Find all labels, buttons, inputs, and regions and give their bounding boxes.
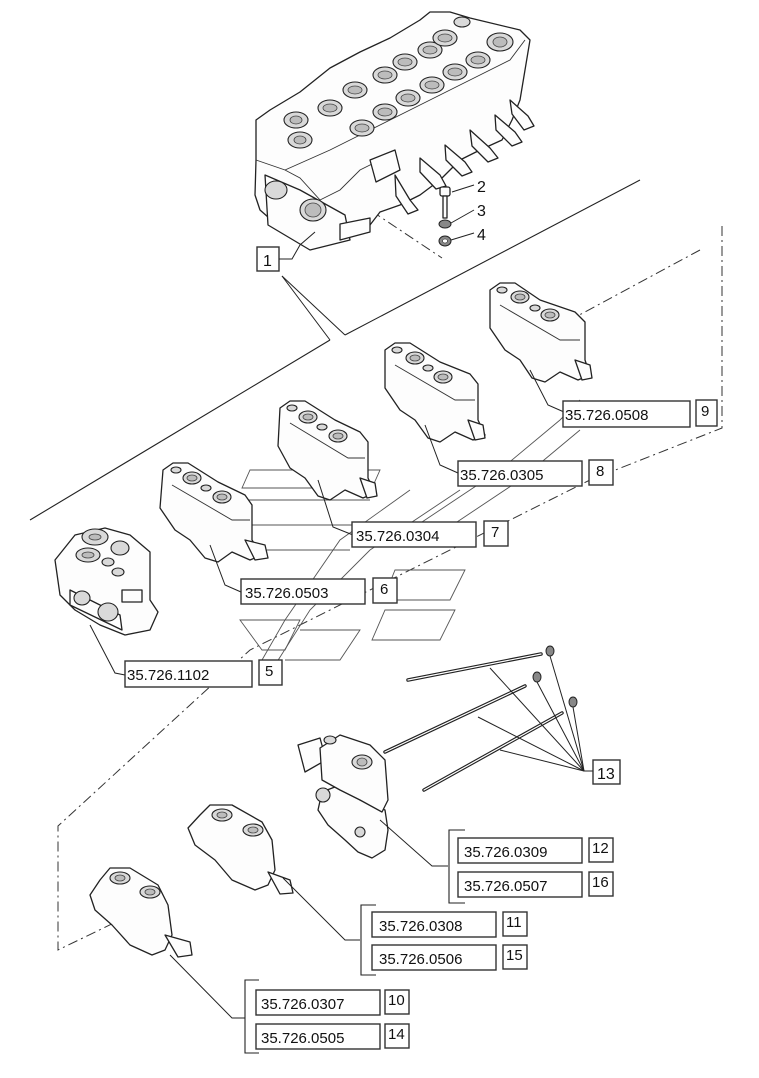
valve-section-9	[489, 282, 593, 383]
callout-4: 4	[477, 227, 486, 244]
washer	[438, 219, 452, 229]
group-boundary-dashdot	[57, 226, 723, 951]
bolt-axis-line	[354, 199, 443, 259]
valve-section-7	[277, 400, 378, 501]
bolt	[439, 186, 451, 219]
valve-ports	[283, 16, 514, 149]
spool-ends	[369, 99, 535, 215]
inlet-section-5	[54, 527, 159, 636]
fastener-set: 2 3 4	[438, 179, 486, 247]
end-section-12-16	[297, 734, 389, 859]
part-label-row[interactable]: 35.726.0508 9	[562, 399, 718, 428]
group-boundary-left	[29, 339, 331, 521]
part-label-row[interactable]: 35.726.0307 10	[255, 989, 410, 1016]
part-label-row[interactable]: 35.726.1102 5	[124, 659, 283, 688]
part-number: 35.726.1102	[127, 667, 209, 684]
valve-section-8	[384, 342, 486, 443]
label-leader-lines	[89, 369, 565, 1019]
valve-section-10-14	[89, 867, 193, 958]
part-label-row[interactable]: 35.726.0507 16	[457, 871, 614, 898]
part-number: 35.726.0507	[464, 878, 547, 895]
part-number: 35.726.0304	[356, 528, 439, 545]
ref-number: 15	[506, 947, 523, 964]
label-brackets	[244, 829, 465, 1054]
valve-section-6	[159, 462, 269, 563]
part-number: 35.726.0505	[261, 1030, 344, 1047]
part-label-row[interactable]: 35.726.0305 8	[457, 459, 614, 487]
part-label-row[interactable]: 35.726.0304 7	[351, 520, 509, 548]
part-label-row[interactable]: 35.726.0505 14	[255, 1023, 410, 1050]
callout-13: 13	[597, 766, 615, 783]
callout-1-group: 1	[256, 231, 346, 341]
ref-number: 16	[592, 874, 609, 891]
part-label-row[interactable]: 35.726.0506 15	[371, 944, 528, 971]
ref-number: 5	[265, 663, 273, 680]
ref-number: 8	[596, 463, 604, 480]
ref-number: 6	[380, 581, 388, 598]
part-number: 35.726.0308	[379, 918, 462, 935]
assembly-grouping-lines	[29, 179, 723, 951]
part-labels: 35.726.0508 9 35.726.0305 8 35.726.0304 …	[124, 399, 718, 1050]
ref-number: 10	[388, 992, 405, 1009]
valve-section-11-15	[187, 804, 294, 895]
ref-number: 14	[388, 1026, 405, 1043]
callout-3: 3	[477, 203, 486, 220]
section-axis-line	[569, 249, 701, 321]
main-valve-block	[254, 11, 535, 251]
ref-number: 9	[701, 403, 709, 420]
part-number: 35.726.0305	[460, 467, 543, 484]
tie-rods: 13	[383, 645, 621, 792]
nut	[438, 235, 452, 247]
part-label-row[interactable]: 35.726.0503 6	[240, 577, 398, 605]
part-label-row[interactable]: 35.726.0308 11	[371, 911, 528, 938]
ref-number: 7	[491, 524, 499, 541]
group-boundary-right	[344, 179, 641, 336]
part-number: 35.726.0506	[379, 951, 462, 968]
callout-1: 1	[263, 253, 272, 270]
part-number: 35.726.0503	[245, 585, 328, 602]
callout-2: 2	[477, 179, 486, 196]
part-number: 35.726.0309	[464, 844, 547, 861]
ref-number: 12	[592, 840, 609, 857]
part-number: 35.726.0307	[261, 996, 344, 1013]
part-number: 35.726.0508	[565, 407, 648, 424]
part-label-row[interactable]: 35.726.0309 12	[457, 837, 614, 864]
ref-number: 11	[506, 914, 522, 931]
